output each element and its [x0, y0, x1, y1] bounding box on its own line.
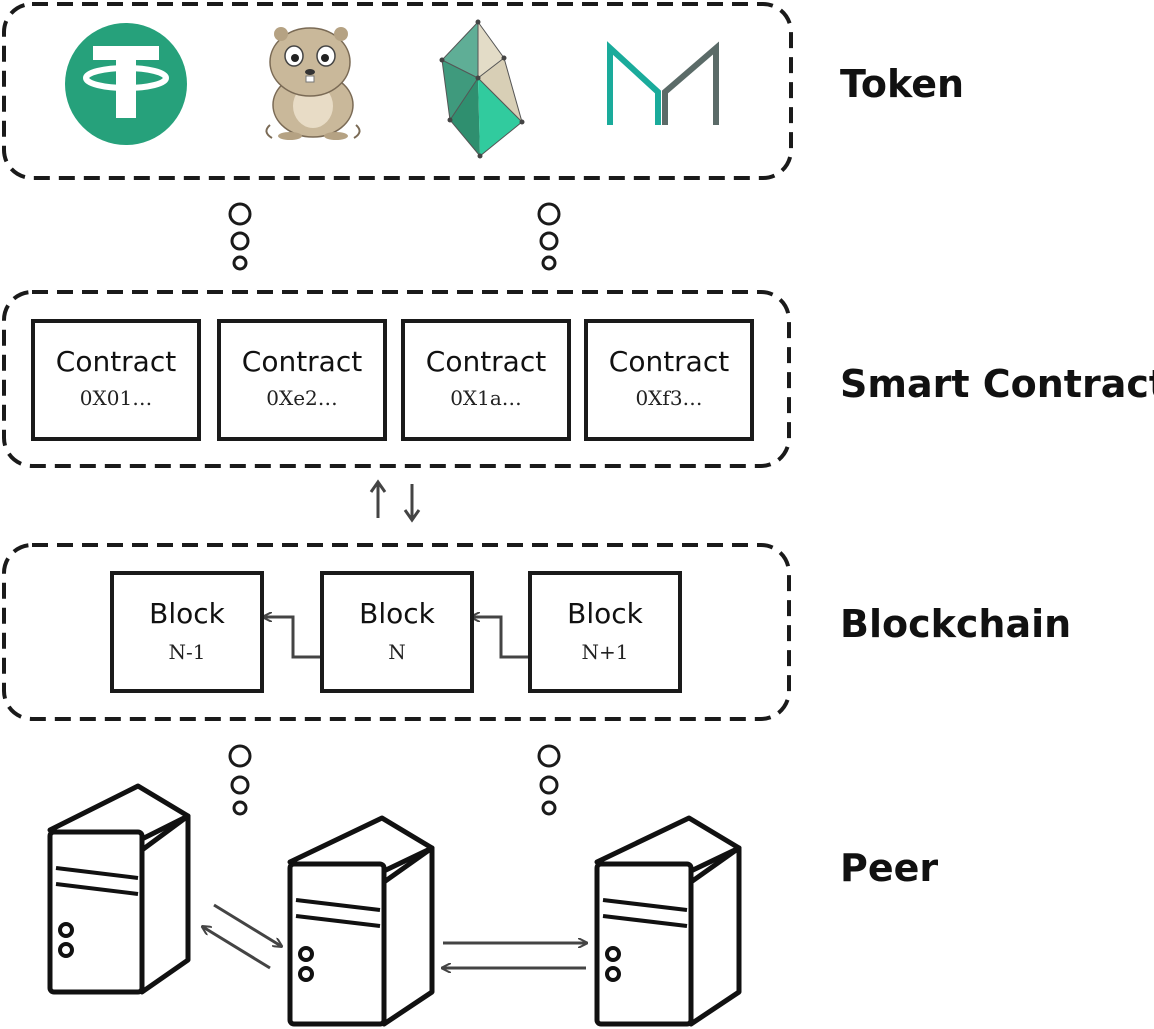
ellipsis-dots-icon — [228, 744, 252, 816]
server-icon — [47, 783, 191, 995]
smart-contract-layer-label: Smart Contract — [840, 362, 1154, 406]
token-layer-label: Token — [840, 62, 965, 106]
block-box: Block N+1 — [528, 571, 682, 693]
ellipsis-dots-icon — [228, 202, 252, 271]
contract-address: 0X1a… — [450, 386, 522, 410]
peer-layer-label: Peer — [840, 846, 939, 890]
block-index: N+1 — [581, 640, 629, 664]
blockchain-layer-label: Blockchain — [840, 602, 1072, 646]
block-link-arrow — [472, 617, 530, 659]
bidirectional-arrows-icon — [369, 479, 421, 523]
contract-address: 0Xe2… — [266, 386, 338, 410]
contract-group-frame — [2, 290, 791, 468]
contract-box: Contract 0Xf3… — [584, 319, 754, 441]
contract-address: 0Xf3… — [635, 386, 703, 410]
block-title: Block — [149, 597, 225, 630]
blockchain-group-frame — [2, 543, 791, 721]
block-title: Block — [567, 597, 643, 630]
block-box: Block N — [320, 571, 474, 693]
server-icon — [594, 815, 742, 1027]
block-index: N-1 — [168, 640, 206, 664]
block-index: N — [388, 640, 406, 664]
peer-exchange-arrows — [203, 903, 281, 970]
kyber-crystal-icon — [439, 19, 525, 159]
tether-logo-icon — [65, 23, 187, 145]
ellipsis-dots-icon — [537, 744, 561, 816]
contract-box: Contract 0Xe2… — [217, 319, 387, 441]
contract-box: Contract 0X1a… — [401, 319, 571, 441]
server-icon — [287, 815, 435, 1027]
contract-address: 0X01… — [79, 386, 153, 410]
block-title: Block — [359, 597, 435, 630]
contract-title: Contract — [241, 345, 363, 378]
contract-title: Contract — [55, 345, 177, 378]
cryptokitty-beaver-icon — [265, 27, 361, 140]
peer-exchange-arrows — [443, 943, 586, 968]
ellipsis-dots-icon — [537, 202, 561, 271]
token-group-frame — [2, 2, 793, 180]
contract-title: Contract — [425, 345, 547, 378]
block-box: Block N-1 — [110, 571, 264, 693]
maker-m-icon — [607, 41, 719, 125]
block-link-arrow — [264, 617, 322, 659]
contract-title: Contract — [608, 345, 730, 378]
contract-box: Contract 0X01… — [31, 319, 201, 441]
